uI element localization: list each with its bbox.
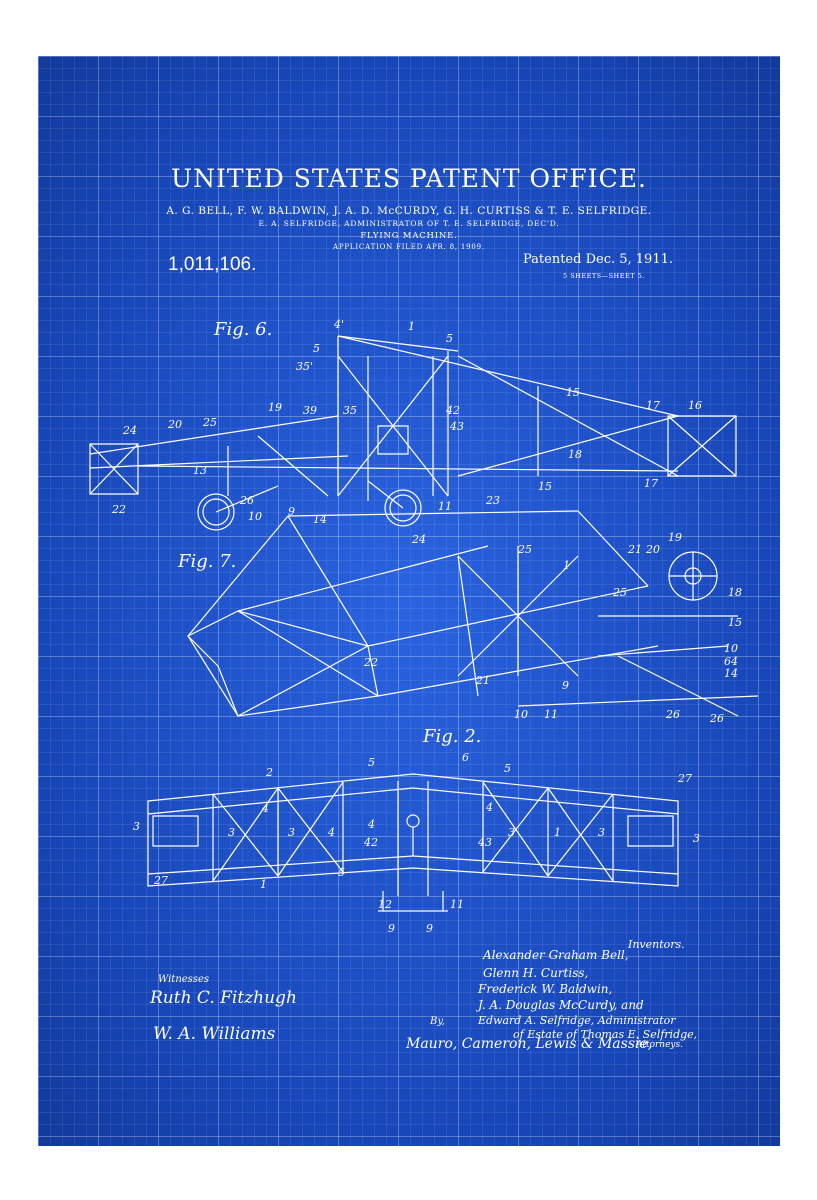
callout-numeral: 16 bbox=[688, 399, 702, 412]
callout-numeral: 15 bbox=[566, 386, 580, 399]
callout-numeral: 17 bbox=[644, 477, 658, 490]
callout-numeral: 24 bbox=[123, 424, 137, 437]
fig6-label: Fig. 6. bbox=[214, 319, 272, 340]
callout-numeral: 1 bbox=[260, 878, 267, 891]
callout-numeral: 26 bbox=[240, 494, 254, 507]
callout-numeral: 23 bbox=[486, 494, 500, 507]
callout-numeral: 43 bbox=[478, 836, 492, 849]
callout-numeral: 21 bbox=[628, 543, 642, 556]
inventor-signature: Edward A. Selfridge, Administrator bbox=[478, 1014, 676, 1027]
callout-numeral: 13 bbox=[193, 464, 207, 477]
callout-numeral: 5 bbox=[368, 756, 375, 769]
callout-numeral: 25 bbox=[613, 586, 627, 599]
callout-numeral: 3 bbox=[228, 826, 235, 839]
callout-numeral: 5 bbox=[338, 866, 345, 879]
callout-numeral: 5 bbox=[504, 762, 511, 775]
fig2-label: Fig. 2. bbox=[423, 726, 481, 747]
callout-numeral: 11 bbox=[544, 708, 558, 721]
callout-numeral: 14 bbox=[313, 513, 327, 526]
inventor-signature: Alexander Graham Bell, bbox=[483, 948, 629, 962]
witness-signature: Ruth C. Fitzhugh bbox=[150, 988, 297, 1008]
callout-numeral: 10 bbox=[514, 708, 528, 721]
fig6-side-view bbox=[90, 336, 736, 530]
fig2-plan-view bbox=[148, 774, 678, 911]
callout-numeral: 39 bbox=[303, 404, 317, 417]
callout-numeral: 35' bbox=[296, 360, 313, 373]
callout-numeral: 42 bbox=[446, 404, 460, 417]
callout-numeral: 22 bbox=[364, 656, 378, 669]
callout-numeral: 4 bbox=[328, 826, 335, 839]
callout-numeral: 35 bbox=[343, 404, 357, 417]
callout-numeral: 19 bbox=[668, 531, 682, 544]
blueprint-sheet: UNITED STATES PATENT OFFICE. A. G. BELL,… bbox=[38, 56, 780, 1146]
inventor-signature: J. A. Douglas McCurdy, and bbox=[478, 998, 644, 1012]
witnesses-label: Witnesses bbox=[158, 974, 209, 985]
callout-numeral: 22 bbox=[112, 503, 126, 516]
fig7-label: Fig. 7. bbox=[178, 551, 236, 572]
callout-numeral: 4 bbox=[368, 818, 375, 831]
callout-numeral: 42 bbox=[364, 836, 378, 849]
by-label: By, bbox=[430, 1016, 445, 1027]
inventors-label: Inventors. bbox=[628, 938, 685, 951]
callout-numeral: 9 bbox=[288, 505, 295, 518]
callout-numeral: 3 bbox=[693, 832, 700, 845]
callout-numeral: 20 bbox=[646, 543, 660, 556]
callout-numeral: 3 bbox=[288, 826, 295, 839]
callout-numeral: 11 bbox=[450, 898, 464, 911]
callout-numeral: 18 bbox=[728, 586, 742, 599]
patent-drawings bbox=[38, 56, 780, 1146]
callout-numeral: 19 bbox=[268, 401, 282, 414]
callout-numeral: 12 bbox=[378, 898, 392, 911]
callout-numeral: 5 bbox=[313, 342, 320, 355]
callout-numeral: 3 bbox=[133, 820, 140, 833]
callout-numeral: 6 bbox=[462, 751, 469, 764]
callout-numeral: 27 bbox=[154, 874, 168, 887]
witness-signature: W. A. Williams bbox=[153, 1024, 275, 1044]
callout-numeral: 3 bbox=[508, 826, 515, 839]
callout-numeral: 4 bbox=[262, 802, 269, 815]
callout-numeral: 10 bbox=[724, 642, 738, 655]
callout-numeral: 11 bbox=[438, 500, 452, 513]
callout-numeral: 4' bbox=[334, 318, 344, 331]
callout-numeral: 26 bbox=[710, 712, 724, 725]
callout-numeral: 15 bbox=[728, 616, 742, 629]
callout-numeral: 24 bbox=[412, 533, 426, 546]
callout-numeral: 17 bbox=[646, 399, 660, 412]
callout-numeral: 9 bbox=[426, 922, 433, 935]
callout-numeral: 2 bbox=[266, 766, 273, 779]
callout-numeral: 15 bbox=[538, 480, 552, 493]
attorneys-label: Attorneys. bbox=[636, 1040, 683, 1050]
callout-numeral: 1 bbox=[554, 826, 561, 839]
callout-numeral: 9 bbox=[388, 922, 395, 935]
attorneys-signature: Mauro, Cameron, Lewis & Massie, bbox=[406, 1036, 652, 1052]
inventor-signature: Glenn H. Curtiss, bbox=[483, 966, 588, 980]
inventor-signature: Frederick W. Baldwin, bbox=[478, 982, 612, 996]
callout-numeral: 9 bbox=[562, 679, 569, 692]
callout-numeral: 21 bbox=[476, 674, 490, 687]
callout-numeral: 27 bbox=[678, 772, 692, 785]
callout-numeral: 10 bbox=[248, 510, 262, 523]
callout-numeral: 3 bbox=[598, 826, 605, 839]
callout-numeral: 20 bbox=[168, 418, 182, 431]
callout-numeral: 25 bbox=[518, 543, 532, 556]
callout-numeral: 18 bbox=[568, 448, 582, 461]
callout-numeral: 4 bbox=[486, 801, 493, 814]
callout-numeral: 5 bbox=[446, 332, 453, 345]
callout-numeral: 14 bbox=[724, 667, 738, 680]
callout-numeral: 43 bbox=[450, 420, 464, 433]
callout-numeral: 26 bbox=[666, 708, 680, 721]
callout-numeral: 1 bbox=[408, 320, 415, 333]
callout-numeral: 25 bbox=[203, 416, 217, 429]
callout-numeral: 1 bbox=[563, 559, 570, 572]
